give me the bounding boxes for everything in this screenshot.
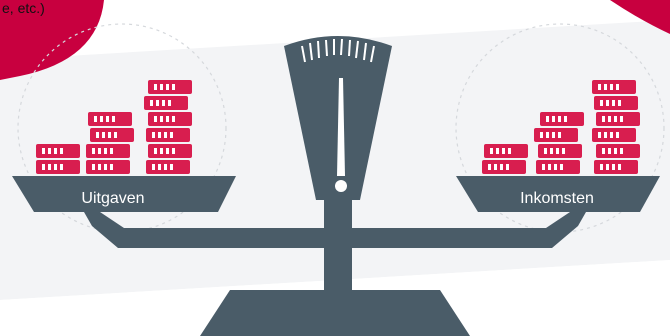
scale-base	[200, 290, 470, 336]
scale-pillar	[324, 198, 352, 292]
bubble-text-left: e, etc.)	[2, 0, 62, 17]
pan-label-inkomsten: Inkomsten	[478, 186, 636, 212]
pan-label-uitgaven: Uitgaven	[34, 186, 192, 212]
needle-pivot	[335, 180, 347, 192]
